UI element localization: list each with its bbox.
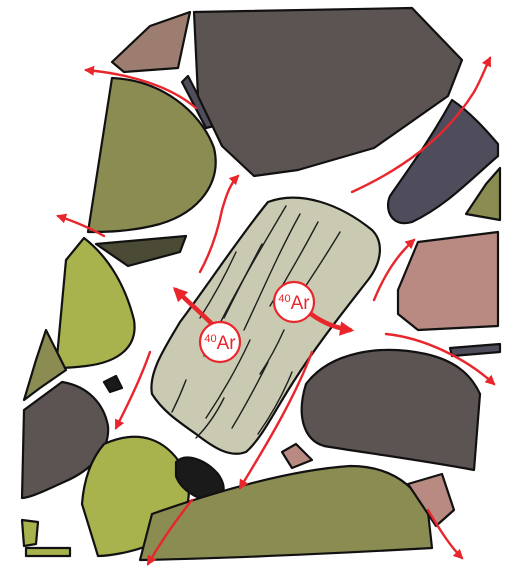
mineral-grains xyxy=(22,8,500,560)
grain-yellow-green-strip xyxy=(26,548,70,556)
badge-mass-left: 40 xyxy=(204,333,216,345)
grain-dark-green-small xyxy=(96,236,186,266)
grain-pink-top-left xyxy=(112,12,190,72)
badge-mass-right: 40 xyxy=(278,293,290,305)
grain-dark-grey-right xyxy=(302,350,480,470)
argon-badge-right: 40Ar xyxy=(274,282,314,322)
grain-slate-sliver-right xyxy=(450,344,500,356)
grain-black-tiny xyxy=(104,376,122,392)
grain-pink-tiny xyxy=(282,444,312,468)
argon-badge-left: 40Ar xyxy=(200,322,240,362)
grain-pink-right xyxy=(398,232,498,330)
flow-arrow-lower-left xyxy=(116,352,150,428)
grain-olive-tiny-lower-left xyxy=(22,520,38,546)
badge-symbol-right: Ar xyxy=(291,293,311,314)
badge-symbol-left: Ar xyxy=(217,333,237,354)
